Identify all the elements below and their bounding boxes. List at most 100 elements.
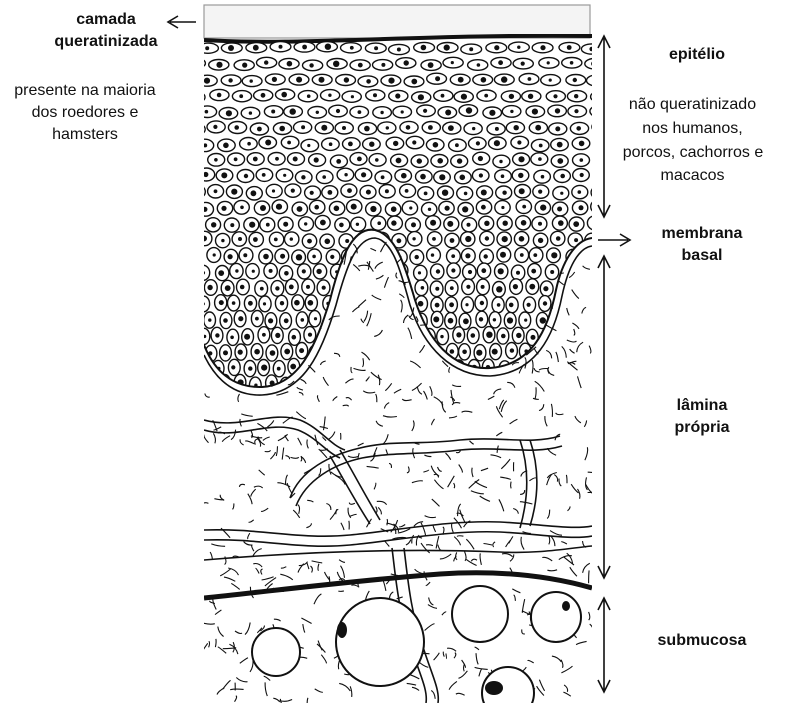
connective-fiber	[452, 385, 461, 387]
cell-nucleus	[558, 220, 564, 226]
connective-fiber	[321, 655, 326, 664]
cell-nucleus	[302, 269, 306, 273]
cell-nucleus	[261, 365, 267, 371]
epithelium-range-arrow	[598, 36, 610, 217]
cell-nucleus	[347, 188, 352, 193]
epithelial-cell	[309, 377, 321, 393]
connective-fiber	[491, 455, 502, 458]
cell-nucleus	[594, 221, 598, 225]
epithelial-cell	[188, 250, 202, 265]
cell-nucleus	[449, 382, 454, 387]
cell-nucleus	[582, 269, 588, 275]
cell-nucleus	[263, 254, 269, 260]
cell-nucleus	[451, 254, 455, 258]
cell-nucleus	[580, 158, 584, 162]
connective-fiber	[350, 686, 352, 697]
cell-nucleus	[264, 60, 268, 64]
connective-fiber	[303, 624, 305, 633]
connective-fiber	[521, 537, 524, 550]
cell-nucleus	[404, 383, 408, 387]
epithelial-cell	[185, 58, 205, 69]
connective-fiber	[299, 243, 302, 248]
cell-nucleus	[531, 335, 536, 340]
cell-nucleus	[335, 334, 340, 339]
cell-nucleus	[300, 382, 304, 386]
cell-nucleus	[203, 335, 206, 338]
connective-fiber	[533, 398, 539, 399]
cell-nucleus	[367, 334, 373, 340]
connective-fiber	[351, 367, 352, 373]
cell-nucleus	[479, 173, 483, 177]
cell-nucleus	[361, 172, 366, 177]
connective-fiber	[454, 537, 460, 546]
cell-nucleus	[540, 45, 545, 50]
cell-nucleus	[232, 301, 236, 305]
connective-fiber	[464, 664, 465, 672]
connective-fiber	[250, 660, 253, 672]
cell-nucleus	[279, 126, 285, 132]
cell-nucleus	[541, 175, 545, 179]
cell-nucleus	[262, 173, 266, 177]
connective-fiber	[358, 300, 366, 307]
cell-nucleus	[450, 349, 455, 354]
keratin-note-line2: dos roedores e	[0, 102, 170, 123]
cell-nucleus	[296, 77, 302, 83]
cell-nucleus	[557, 207, 562, 212]
connective-fiber	[424, 391, 428, 400]
connective-fiber	[321, 361, 326, 365]
cell-nucleus	[262, 333, 266, 337]
epithelium-note-line2: nos humanos,	[610, 118, 775, 139]
connective-fiber	[299, 392, 303, 395]
epithelial-cell	[205, 376, 217, 392]
cell-nucleus	[271, 110, 275, 114]
cell-nucleus	[344, 77, 349, 82]
connective-fiber	[267, 420, 273, 427]
connective-fiber	[589, 570, 590, 583]
connective-fiber	[307, 563, 309, 569]
connective-fiber	[475, 647, 479, 650]
connective-fiber	[298, 438, 302, 445]
cell-nucleus	[281, 92, 287, 98]
cell-nucleus	[284, 271, 289, 276]
cell-nucleus	[468, 270, 472, 274]
epithelial-cell	[595, 264, 608, 279]
cell-nucleus	[517, 140, 521, 144]
connective-fiber	[449, 681, 457, 689]
connective-fiber	[494, 389, 502, 394]
connective-fiber	[281, 567, 286, 569]
connective-fiber	[372, 295, 382, 300]
connective-fiber	[589, 612, 590, 620]
connective-fiber	[276, 446, 277, 456]
epithelial-cell	[385, 375, 397, 391]
cell-nucleus	[418, 301, 424, 307]
cell-nucleus	[358, 63, 363, 68]
cell-nucleus	[287, 141, 291, 145]
cell-nucleus	[528, 77, 532, 81]
connective-fiber	[412, 687, 419, 690]
connective-fiber	[280, 574, 293, 580]
connective-fiber	[214, 427, 222, 430]
connective-fiber	[442, 401, 446, 412]
cell-nucleus	[193, 95, 197, 99]
connective-fiber	[522, 611, 530, 615]
cell-nucleus	[202, 302, 205, 305]
cell-nucleus	[555, 384, 559, 388]
connective-fiber	[326, 504, 330, 511]
cell-nucleus	[316, 111, 319, 114]
cell-nucleus	[260, 205, 266, 211]
cell-nucleus	[451, 61, 454, 64]
cell-nucleus	[350, 46, 354, 50]
cell-nucleus	[373, 380, 379, 386]
cell-nucleus	[560, 192, 563, 195]
connective-fiber	[522, 629, 525, 634]
connective-fiber	[417, 386, 422, 394]
connective-fiber	[270, 452, 275, 459]
connective-fiber	[443, 652, 444, 657]
cell-nucleus	[421, 45, 427, 51]
connective-fiber	[556, 352, 559, 362]
lamina-propria-label-line1: lâmina	[632, 395, 772, 416]
connective-fiber	[559, 479, 561, 487]
connective-fiber	[366, 377, 369, 381]
connective-fiber	[499, 499, 504, 511]
cell-nucleus	[418, 271, 421, 274]
